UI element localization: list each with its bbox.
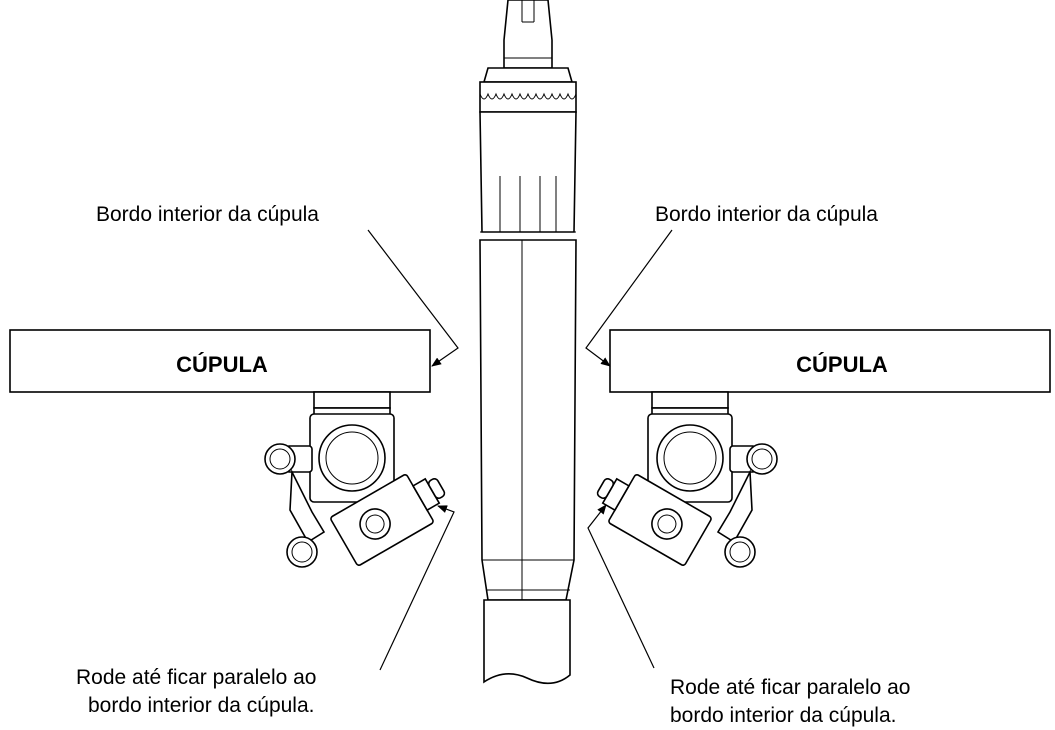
rotate-label-right-line2: bordo interior da cúpula.	[670, 704, 896, 727]
rotate-label-left-line2: bordo interior da cúpula.	[88, 694, 314, 717]
dome-left	[9, 329, 431, 393]
edge-label-left: Bordo interior da cúpula	[96, 203, 319, 226]
leader-edge-right	[585, 229, 673, 367]
dome-left-label: CÚPULA	[176, 352, 268, 377]
edge-label-right: Bordo interior da cúpula	[655, 203, 878, 226]
leader-rotate-left	[379, 505, 455, 671]
applicator-gun	[479, 0, 577, 685]
rotate-label-right-line1: Rode até ficar paralelo ao	[670, 676, 911, 699]
rotate-label-left-line1: Rode até ficar paralelo ao	[76, 666, 317, 689]
leader-edge-left	[367, 229, 459, 367]
clamp-right	[586, 391, 778, 568]
dome-right-label: CÚPULA	[796, 352, 888, 377]
leader-rotate-right	[587, 504, 655, 669]
dome-right	[609, 329, 1051, 393]
clamp-left	[264, 391, 456, 568]
